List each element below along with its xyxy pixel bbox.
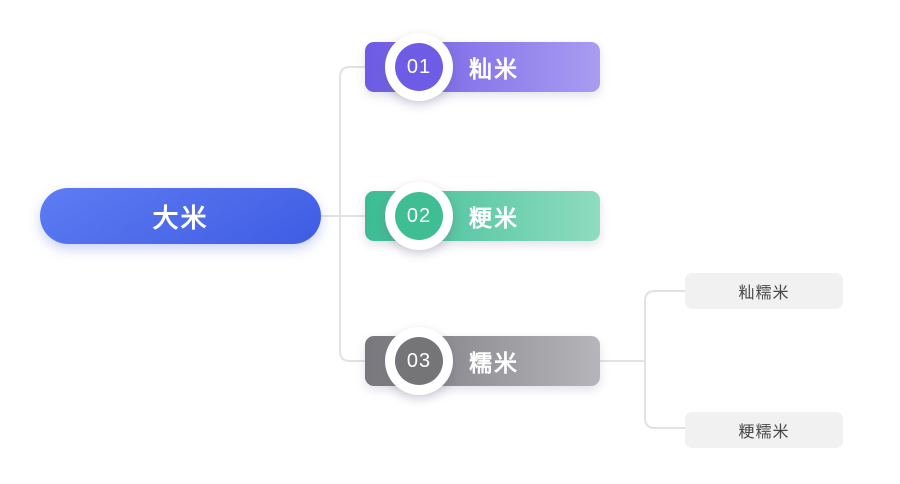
branch-node-2-label: 粳米 <box>469 205 519 231</box>
leaf-node-1[interactable]: 籼糯米 <box>685 273 843 309</box>
root-node-label: 大米 <box>152 202 209 233</box>
badge-number-2: 02 <box>406 204 432 227</box>
badge-circle-2: 02 <box>395 192 443 240</box>
badge-circle-3: 03 <box>395 337 443 385</box>
badge-number-3: 03 <box>406 349 432 372</box>
leaf-node-2[interactable]: 粳糯米 <box>685 412 843 448</box>
branch-1-number-badge: 01 <box>385 33 453 101</box>
connector-left-trunk <box>339 66 365 362</box>
badge-circle-1: 01 <box>395 43 443 91</box>
branch-node-3-label: 糯米 <box>469 350 519 376</box>
branch-2-number-badge: 02 <box>385 182 453 250</box>
branch-3-number-badge: 03 <box>385 327 453 395</box>
connector-right-trunk <box>644 290 685 429</box>
leaf-node-2-label: 粳糯米 <box>738 424 790 441</box>
badge-number-1: 01 <box>406 55 432 78</box>
leaf-node-1-label: 籼糯米 <box>738 285 790 302</box>
branch-node-1-label: 籼米 <box>469 56 519 82</box>
root-node[interactable]: 大米 <box>40 188 321 244</box>
